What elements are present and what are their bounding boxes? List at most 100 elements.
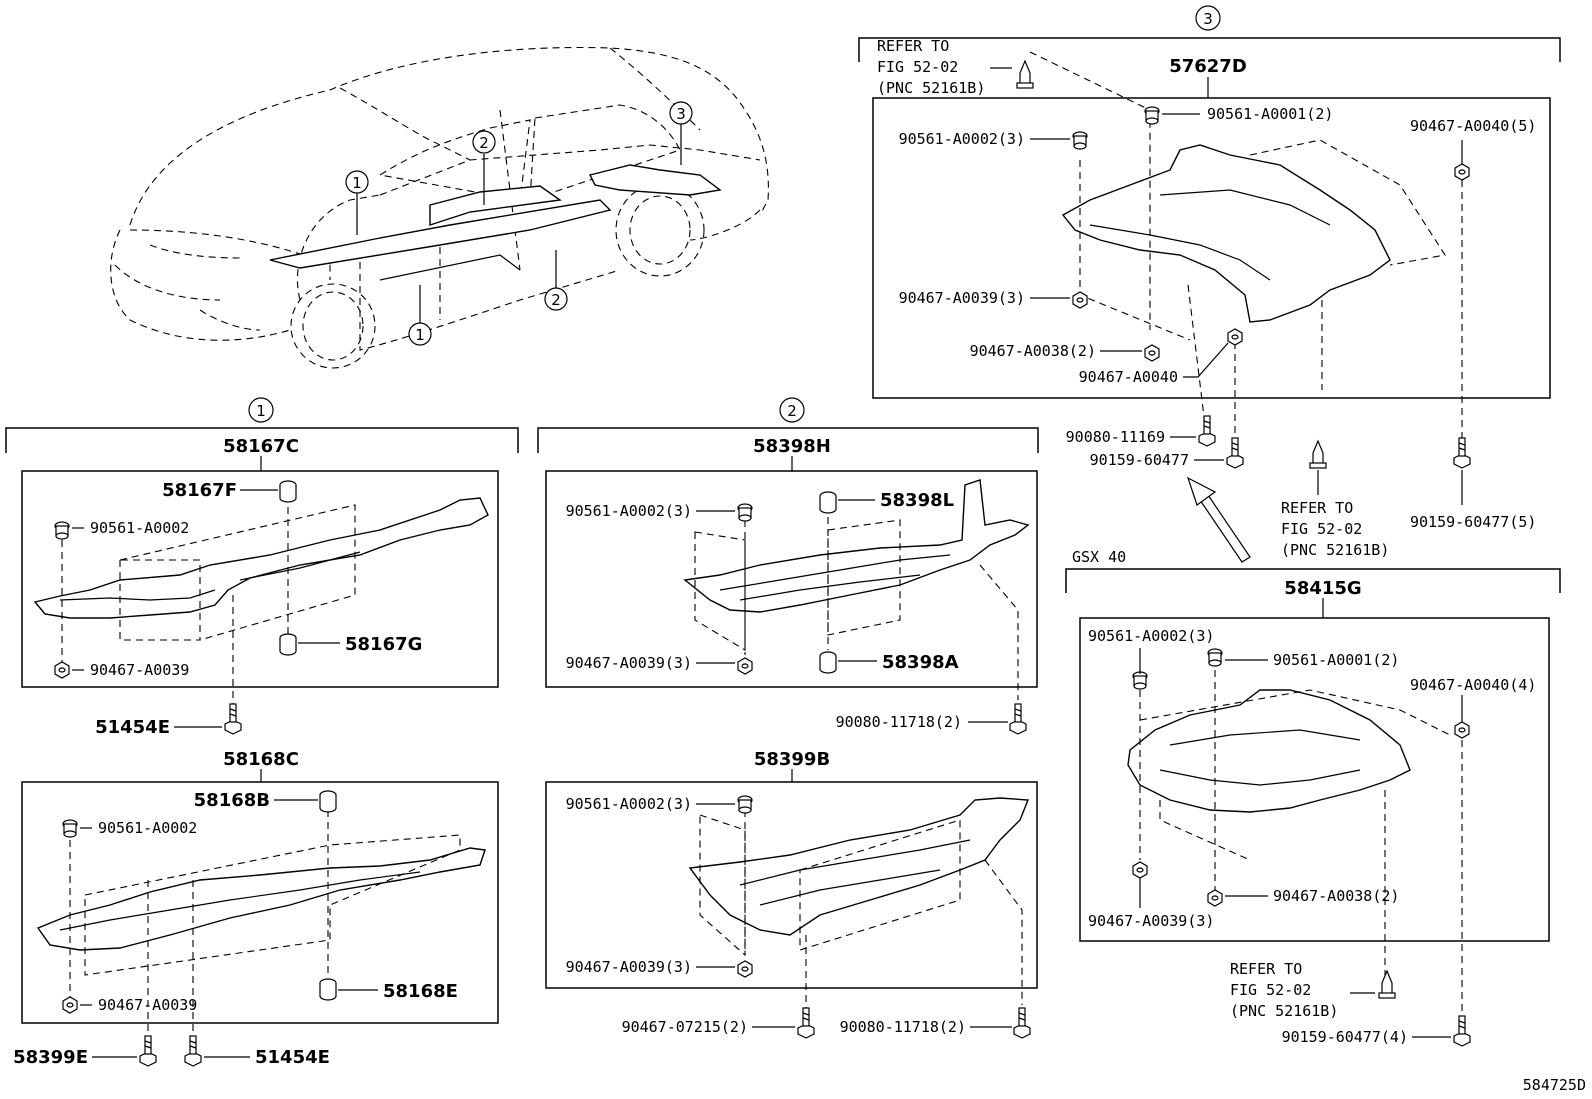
bolt-90159-60477-5[interactable] <box>1453 437 1471 469</box>
nut-90467-A0038-57627D[interactable] <box>1144 344 1160 362</box>
fastener-58399E[interactable] <box>139 1035 157 1067</box>
part-90467-A0038-g3[interactable]: 90467-A0038(2) <box>970 342 1096 360</box>
callout-2-upper: 2 <box>479 134 489 152</box>
part-90080-11718-a[interactable]: 90080-11718(2) <box>836 713 962 731</box>
part-58167F[interactable]: 58167F <box>162 480 237 501</box>
nut-90467-A0040-single[interactable] <box>1227 328 1243 346</box>
nut-90467-A0039-57627D[interactable] <box>1072 291 1088 309</box>
part-90561-A0002-gsx[interactable]: 90561-A0002(3) <box>1088 627 1214 645</box>
part-90467-A0039-g1top[interactable]: 90467-A0039 <box>90 661 189 679</box>
vehicle-overview: 1 2 3 1 2 <box>110 46 769 369</box>
nut-90467-A0039-g1[interactable] <box>62 996 78 1014</box>
part-58168B[interactable]: 58168B <box>194 790 270 811</box>
under-cover-58399B[interactable] <box>688 797 1030 936</box>
part-58398A[interactable]: 58398A <box>882 652 959 673</box>
part-90561-A0001-g3[interactable]: 90561-A0001(2) <box>1207 105 1333 123</box>
part-90467-A0039-g1bottom[interactable]: 90467-A0039 <box>98 996 197 1014</box>
fastener-51454E-lower[interactable] <box>184 1035 202 1067</box>
assembly-58167C[interactable]: 58167C <box>223 436 299 457</box>
clip-90561-A0002-g1[interactable] <box>62 819 78 838</box>
grommet-58398L[interactable] <box>819 491 837 514</box>
part-90561-A0001-gsx[interactable]: 90561-A0001(2) <box>1273 651 1399 669</box>
part-58168E[interactable]: 58168E <box>383 981 458 1002</box>
part-58167G[interactable]: 58167G <box>345 634 422 655</box>
nut-90467-A0039[interactable] <box>54 661 70 679</box>
direction-arrow <box>1186 476 1251 563</box>
part-90080-11718-b[interactable]: 90080-11718(2) <box>840 1018 966 1036</box>
group-gsx40: GSX 40 58415G 90561-A0002(3) 90561-A0001… <box>1065 548 1561 1047</box>
nut-90467-A0039-g2a[interactable] <box>737 657 753 675</box>
part-90467-07215[interactable]: 90467-07215(2) <box>622 1018 748 1036</box>
grommet-58168E[interactable] <box>319 978 337 1001</box>
part-90561-A0002-g1bottom[interactable]: 90561-A0002 <box>98 819 197 837</box>
bolt-90080-11718-b[interactable] <box>1013 1007 1031 1039</box>
clip-90561-A0001-gsx[interactable] <box>1207 648 1223 667</box>
part-90467-A0039-g2bottom[interactable]: 90467-A0039(3) <box>566 958 692 976</box>
part-90467-A0040-gsx[interactable]: 90467-A0040(4) <box>1410 676 1536 694</box>
under-cover-58415G[interactable] <box>1127 689 1411 813</box>
diagram-id: 584725D <box>1523 1076 1586 1094</box>
clip-90561-A0002-57627D[interactable] <box>1072 131 1088 150</box>
nut-90467-A0040-gsx[interactable] <box>1454 721 1470 739</box>
pin-refer-top[interactable] <box>1016 60 1034 89</box>
part-90561-A0002-g2bottom[interactable]: 90561-A0002(3) <box>566 795 692 813</box>
group-1-mark: 1 <box>256 402 266 420</box>
part-90467-A0039-g3[interactable]: 90467-A0039(3) <box>899 289 1025 307</box>
pin-refer-mid[interactable] <box>1309 440 1327 469</box>
refer-note-line2: FIG 52-02 <box>877 58 958 76</box>
group-2: 2 58398H 90561-A0002(3) 58398L 90467-A00… <box>537 397 1039 1039</box>
nut-90467-A0039-gsx[interactable] <box>1132 861 1148 879</box>
assembly-58415G[interactable]: 58415G <box>1284 578 1361 599</box>
part-51454E-lower[interactable]: 51454E <box>255 1047 330 1068</box>
grommet-58167G[interactable] <box>279 633 297 656</box>
clip-90561-A0001-57627D[interactable] <box>1144 106 1160 125</box>
grommet-58398A[interactable] <box>819 651 837 674</box>
part-90467-A0039-g2top[interactable]: 90467-A0039(3) <box>566 654 692 672</box>
callout-1-lower: 1 <box>415 326 425 344</box>
clip-90561-A0002-g2a[interactable] <box>737 503 753 522</box>
under-cover-58398H[interactable] <box>683 479 1030 613</box>
part-90080-11169[interactable]: 90080-11169 <box>1066 428 1165 446</box>
assembly-58168C[interactable]: 58168C <box>223 749 299 770</box>
grommet-58167F[interactable] <box>279 480 297 503</box>
part-58398L[interactable]: 58398L <box>880 490 954 511</box>
pin-refer-gsx[interactable] <box>1378 970 1396 999</box>
bolt-90080-11169[interactable] <box>1198 415 1216 447</box>
part-90467-A0038-gsx[interactable]: 90467-A0038(2) <box>1273 887 1399 905</box>
nut-90467-A0039-g2b[interactable] <box>737 960 753 978</box>
assembly-58399B[interactable]: 58399B <box>754 749 830 770</box>
part-51454E-upper[interactable]: 51454E <box>95 717 170 738</box>
clip-90561-A0002[interactable] <box>54 521 70 540</box>
assembly-57627D[interactable]: 57627D <box>1169 56 1247 77</box>
under-cover-58168C[interactable] <box>36 847 486 951</box>
part-58399E[interactable]: 58399E <box>13 1047 88 1068</box>
nut-90467-A0038-gsx[interactable] <box>1207 889 1223 907</box>
bolt-90159-60477[interactable] <box>1226 437 1244 469</box>
gsx-refer-line3: (PNC 52161B) <box>1230 1002 1338 1020</box>
part-90561-A0002-g3[interactable]: 90561-A0002(3) <box>899 130 1025 148</box>
group-3-mark: 3 <box>1203 10 1213 28</box>
part-90467-A0039-gsx[interactable]: 90467-A0039(3) <box>1088 912 1214 930</box>
part-90561-A0002-g2top[interactable]: 90561-A0002(3) <box>566 502 692 520</box>
part-90159-60477-5[interactable]: 90159-60477(5) <box>1410 513 1536 531</box>
nut-90467-A0040-57627D[interactable] <box>1454 163 1470 181</box>
part-90159-60477-4[interactable]: 90159-60477(4) <box>1282 1028 1408 1046</box>
under-cover-58167C[interactable] <box>33 497 489 619</box>
part-90467-A0040-single[interactable]: 90467-A0040 <box>1079 368 1178 386</box>
clip-90561-A0002-gsx[interactable] <box>1132 671 1148 690</box>
assembly-58398H[interactable]: 58398H <box>753 436 831 457</box>
grommet-58168B[interactable] <box>319 790 337 813</box>
bolt-90467-07215[interactable] <box>797 1007 815 1039</box>
bolt-90159-60477-4[interactable] <box>1453 1015 1471 1047</box>
part-90561-A0002-g1top[interactable]: 90561-A0002 <box>90 519 189 537</box>
under-cover-57627D[interactable] <box>1061 144 1391 323</box>
group-3: 3 REFER TO FIG 52-02 (PNC 52161B) 57627D… <box>858 5 1561 563</box>
bolt-90080-11718-a[interactable] <box>1009 703 1027 735</box>
fastener-51454E-upper[interactable] <box>224 703 242 735</box>
box-58415G <box>1079 617 1550 942</box>
part-90467-A0040-5[interactable]: 90467-A0040(5) <box>1410 117 1536 135</box>
part-90159-60477[interactable]: 90159-60477 <box>1090 451 1189 469</box>
refer-note-line1: REFER TO <box>877 37 949 55</box>
clip-90561-A0002-g2b[interactable] <box>737 795 753 814</box>
